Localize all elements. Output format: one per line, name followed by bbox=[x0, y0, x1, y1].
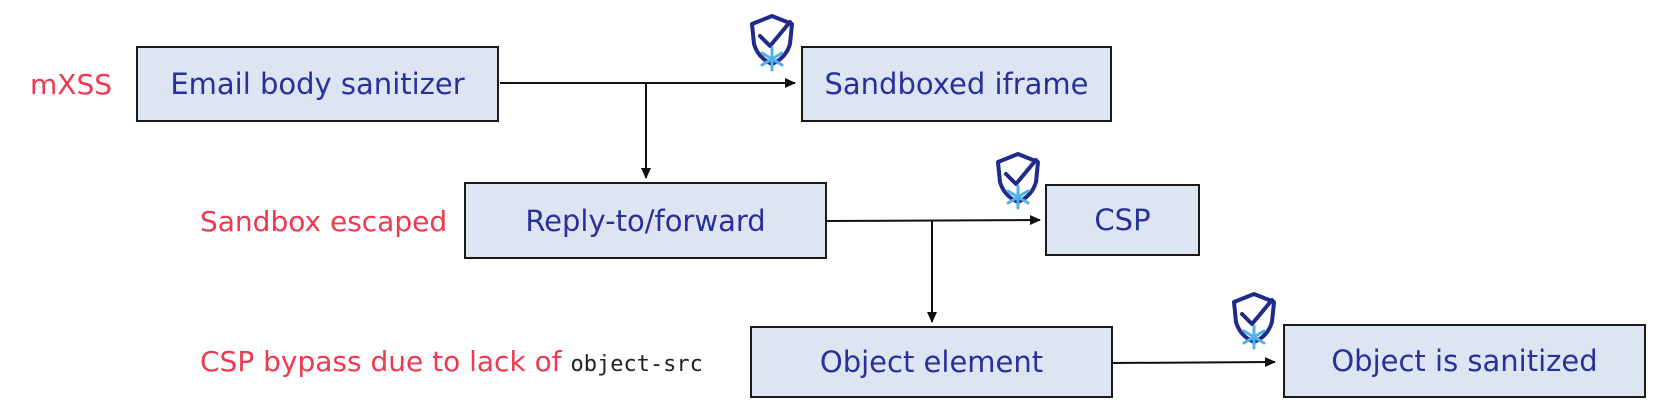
node-email-sanitizer: Email body sanitizer bbox=[136, 46, 499, 122]
shield-snowflake-icon bbox=[1232, 292, 1276, 350]
sandbox-escaped-label: Sandbox escaped bbox=[200, 205, 448, 238]
csp-bypass-label: CSP bypass due to lack of object-src bbox=[200, 345, 703, 378]
csp-bypass-text: CSP bypass due to lack of bbox=[200, 345, 562, 378]
node-csp: CSP bbox=[1045, 184, 1200, 256]
edge-object-to-sanitized bbox=[1112, 357, 1276, 368]
edge-reply-to-csp bbox=[826, 215, 1041, 226]
node-object-element: Object element bbox=[750, 326, 1113, 398]
shield-snowflake-icon bbox=[996, 152, 1040, 210]
node-sandboxed-iframe: Sandboxed iframe bbox=[801, 46, 1112, 122]
node-reply-forward: Reply-to/forward bbox=[464, 182, 827, 259]
shield-snowflake-icon bbox=[750, 14, 794, 72]
mxss-label: mXSS bbox=[30, 68, 113, 101]
csp-bypass-code: object-src bbox=[570, 352, 703, 377]
node-object-sanitized: Object is sanitized bbox=[1283, 324, 1646, 398]
